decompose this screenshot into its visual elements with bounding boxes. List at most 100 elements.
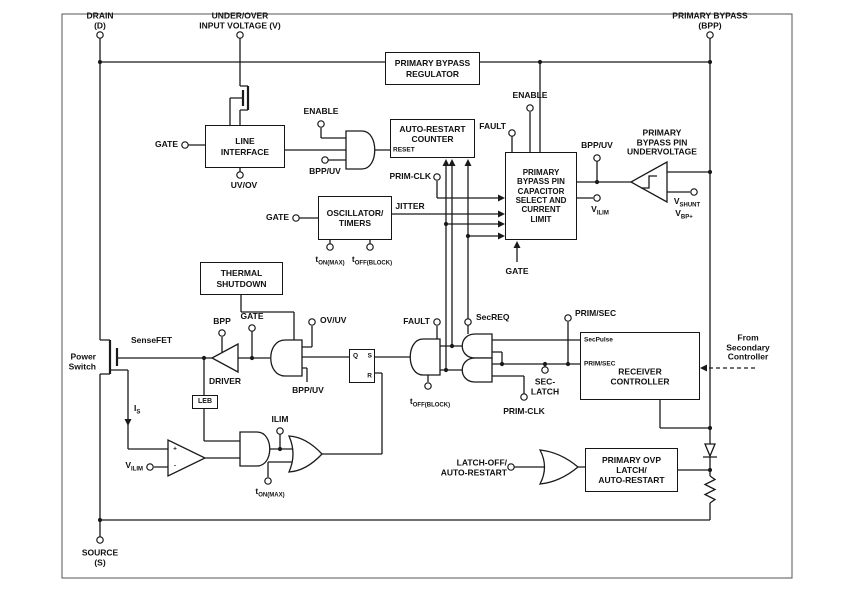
junction-dots (97, 59, 713, 523)
enable-label-top: ENABLE (303, 106, 339, 117)
terminal-circle (326, 243, 334, 251)
terminal-circle (520, 393, 528, 401)
terminal-circle (593, 194, 601, 202)
ov-uv-label: OV/UV (320, 315, 347, 326)
sec-latch-label: SEC- LATCH (530, 376, 560, 396)
and-gate-set-latch (409, 338, 441, 376)
wires (99, 38, 755, 537)
bypass-undervoltage-label: PRIMARY BYPASS PIN UNDERVOLTAGE (627, 127, 697, 157)
driver-triangle (210, 342, 239, 374)
latch-off-label: LATCH-OFF/ AUTO-RESTART (440, 457, 507, 477)
and-gate-secpulse (461, 333, 493, 359)
terminal-circle (464, 318, 472, 326)
receiver-secpulse-label: SecPulse (584, 336, 613, 344)
prim-clk-label-top: PRIM-CLK (389, 171, 431, 182)
from-secondary-label: From Secondary Controller (726, 332, 770, 362)
terminal-circle (507, 463, 515, 471)
toff-block-label-logic: tOFF(BLOCK) (409, 395, 451, 409)
terminals (96, 31, 714, 544)
power-switch-label: Power Switch (68, 351, 96, 371)
bpp-uv-label-comparator: BPP/UV (581, 140, 613, 151)
and-gate-primsec (461, 357, 493, 383)
fault-label-top: FAULT (479, 121, 506, 132)
ton-max-label-logic: tON(MAX) (255, 485, 285, 499)
ilim-label: ILIM (271, 414, 289, 425)
v-ilim-label-comparator: VILIM (125, 459, 143, 473)
arrowheads (124, 159, 707, 426)
v-ilim-label-cap-select: VILIM (591, 203, 609, 217)
terminal-circle (248, 324, 256, 332)
latch-q-label: Q (353, 352, 359, 360)
terminal-circle (264, 477, 272, 485)
bpp-label-driver: BPP (213, 316, 231, 327)
receiver-primsec-label: PRIM/SEC (584, 360, 616, 368)
hysteresis-icon (641, 175, 657, 189)
terminal-circle (433, 318, 441, 326)
terminal-circle (236, 171, 244, 179)
fault-label-mid: FAULT (403, 316, 430, 327)
prim-clk-label-bottom: PRIM-CLK (503, 406, 545, 417)
comparator-minus-label: - (173, 462, 177, 470)
sensefet-label: SenseFET (131, 335, 173, 346)
bpp-uv-label-driver: BPP/UV (292, 385, 324, 396)
gate-label-oscillator: GATE (266, 212, 289, 223)
terminal-circle (593, 154, 601, 162)
or-gate-reset-latch (287, 435, 323, 473)
terminal-circle (690, 188, 698, 196)
block-primary-ovp-latch: PRIMARY OVP LATCH/ AUTO-RESTART (585, 448, 678, 492)
input-voltage-pin-terminal (236, 31, 244, 39)
gate-label-cap-select: GATE (505, 266, 529, 277)
terminal-circle (146, 463, 154, 471)
terminal-circle (433, 173, 441, 181)
terminal-circle (424, 382, 432, 390)
terminal-circle (308, 318, 316, 326)
sr-latch (349, 349, 375, 383)
drain-pin-terminal (96, 31, 104, 39)
ton-max-label-oscillator: tON(MAX) (315, 253, 345, 267)
block-primary-bypass-regulator: PRIMARY BYPASS REGULATOR (385, 52, 480, 85)
latch-r-label: R (367, 372, 372, 380)
resistor-icon (703, 475, 717, 504)
terminal-circle (218, 329, 226, 337)
v-shunt-label: VSHUNT (673, 195, 701, 209)
secreq-label: SecREQ (476, 312, 510, 323)
primary-bypass-pin-label: PRIMARY BYPASS (BPP) (672, 10, 748, 30)
toff-block-label-oscillator: tOFF(BLOCK) (351, 253, 393, 267)
source-pin-label: SOURCE (S) (81, 547, 119, 567)
terminal-circle (508, 129, 516, 137)
gate-label-line-interface: GATE (155, 139, 178, 150)
receiver-controller-label: RECEIVER CONTROLLER (610, 366, 670, 386)
block-oscillator-timers: OSCILLATOR/ TIMERS (318, 196, 392, 240)
terminal-circle (317, 120, 325, 128)
terminal-circle (564, 314, 572, 322)
terminal-circle (366, 243, 374, 251)
terminal-circle (526, 104, 534, 112)
block-auto-restart-counter: AUTO-RESTART COUNTER (390, 119, 475, 158)
gate-label-driver: GATE (240, 311, 264, 322)
and-gate-driver (270, 339, 303, 377)
bypass-pin-terminal (706, 31, 714, 39)
drain-pin-label: DRAIN (D) (86, 10, 114, 30)
terminal-circle (181, 141, 189, 149)
latch-s-label: S (367, 352, 372, 360)
v-bp-label: VBP+ (675, 207, 693, 221)
terminal-circle (292, 214, 300, 222)
reset-label: RESET (393, 146, 415, 154)
driver-label: DRIVER (208, 376, 242, 387)
jitter-label: JITTER (395, 201, 425, 212)
figure-border (61, 13, 793, 579)
logic-gates (167, 130, 668, 485)
or-gate-ovp (538, 449, 580, 485)
block-line-interface: LINE INTERFACE (205, 125, 285, 168)
uv-ov-label: UV/OV (230, 180, 258, 191)
block-receiver-controller (580, 332, 700, 400)
comparator-plus-label: + (173, 445, 177, 453)
block-bypass-capacitor-select: PRIMARY BYPASS PIN CAPACITOR SELECT AND … (505, 152, 577, 240)
mosfet-symbol (108, 86, 250, 374)
enable-label-cap-select: ENABLE (512, 90, 548, 101)
block-leb: LEB (192, 395, 218, 409)
terminal-circle (541, 366, 549, 374)
current-limit-comparator (167, 438, 207, 478)
